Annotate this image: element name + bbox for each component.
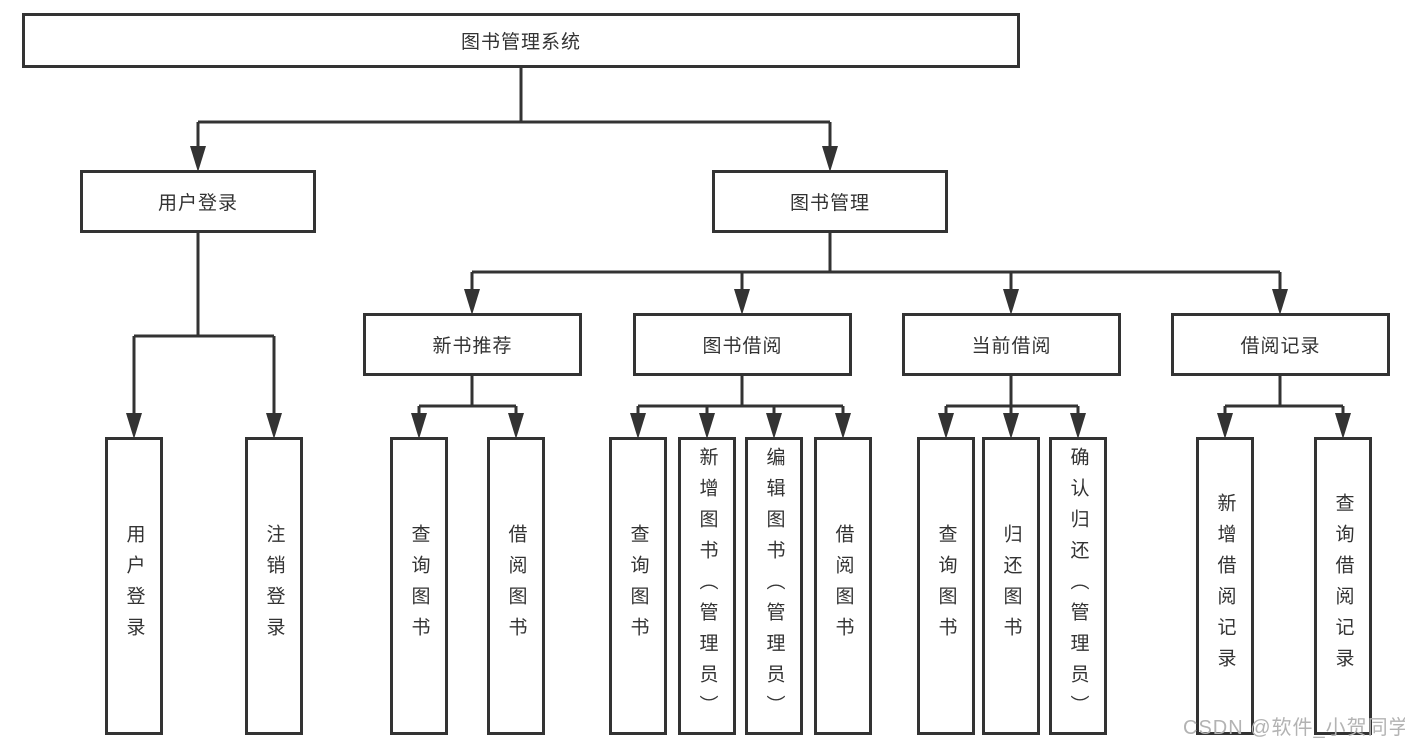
leaf-add-book-admin: 新增图书（管理员） bbox=[678, 437, 736, 735]
leaf-query-books-current: 查询图书 bbox=[917, 437, 975, 735]
node-borrowing-records: 借阅记录 bbox=[1171, 313, 1390, 376]
leaf-query-books-borrowing: 查询图书 bbox=[609, 437, 667, 735]
leaf-confirm-return-admin: 确认归还（管理员） bbox=[1049, 437, 1107, 735]
leaf-user-login: 用户登录 bbox=[105, 437, 163, 735]
leaf-query-borrow-record: 查询借阅记录 bbox=[1314, 437, 1372, 735]
node-book-borrowing: 图书借阅 bbox=[633, 313, 852, 376]
node-user-login: 用户登录 bbox=[80, 170, 316, 233]
leaf-add-borrow-record: 新增借阅记录 bbox=[1196, 437, 1254, 735]
leaf-return-books: 归还图书 bbox=[982, 437, 1040, 735]
leaf-query-books-recommend: 查询图书 bbox=[390, 437, 448, 735]
leaf-borrow-books-recommend: 借阅图书 bbox=[487, 437, 545, 735]
arrowheads bbox=[126, 146, 1351, 439]
leaf-borrow-books: 借阅图书 bbox=[814, 437, 872, 735]
node-system-root: 图书管理系统 bbox=[22, 13, 1020, 68]
node-book-management: 图书管理 bbox=[712, 170, 948, 233]
watermark: CSDN @软件_小贺同学 bbox=[1183, 717, 1405, 739]
node-current-borrowing: 当前借阅 bbox=[902, 313, 1121, 376]
leaf-edit-book-admin: 编辑图书（管理员） bbox=[745, 437, 803, 735]
leaf-logout: 注销登录 bbox=[245, 437, 303, 735]
node-new-book-recommend: 新书推荐 bbox=[363, 313, 582, 376]
